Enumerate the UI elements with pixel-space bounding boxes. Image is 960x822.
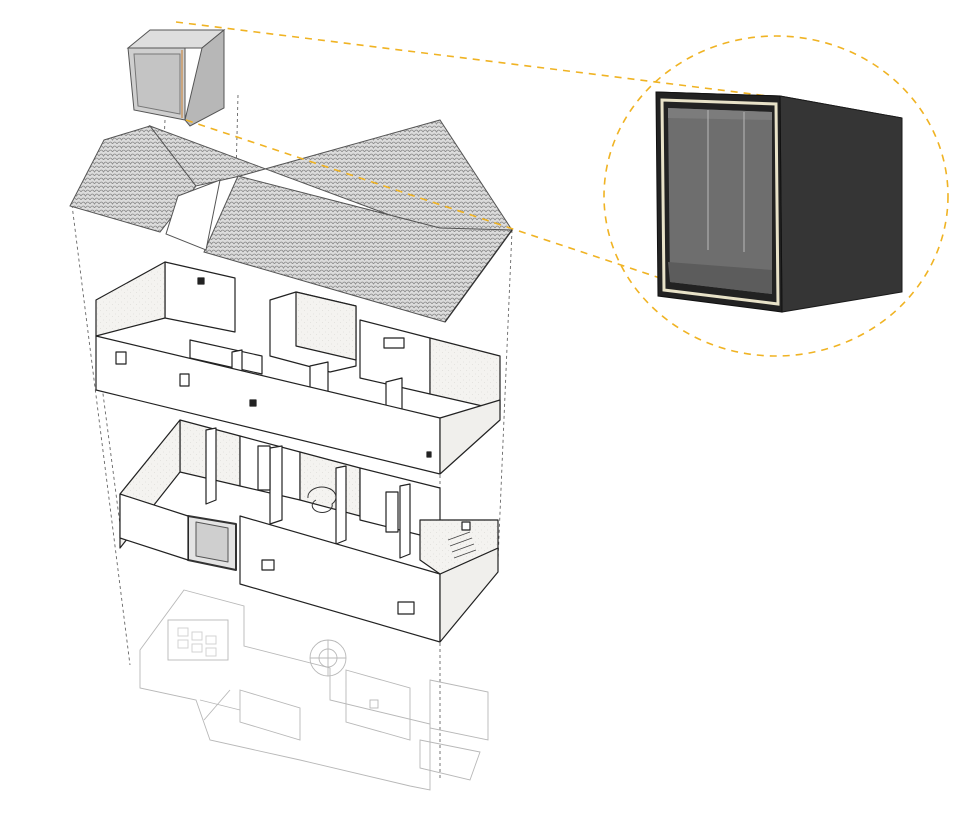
skylight-box xyxy=(126,28,226,127)
floor-plan xyxy=(139,589,489,791)
ground-floor xyxy=(119,419,499,643)
upper-floor xyxy=(95,261,501,475)
skylight-detail-enlarged xyxy=(655,91,903,313)
detail-callout xyxy=(175,21,949,357)
pitched-roof xyxy=(69,119,513,323)
